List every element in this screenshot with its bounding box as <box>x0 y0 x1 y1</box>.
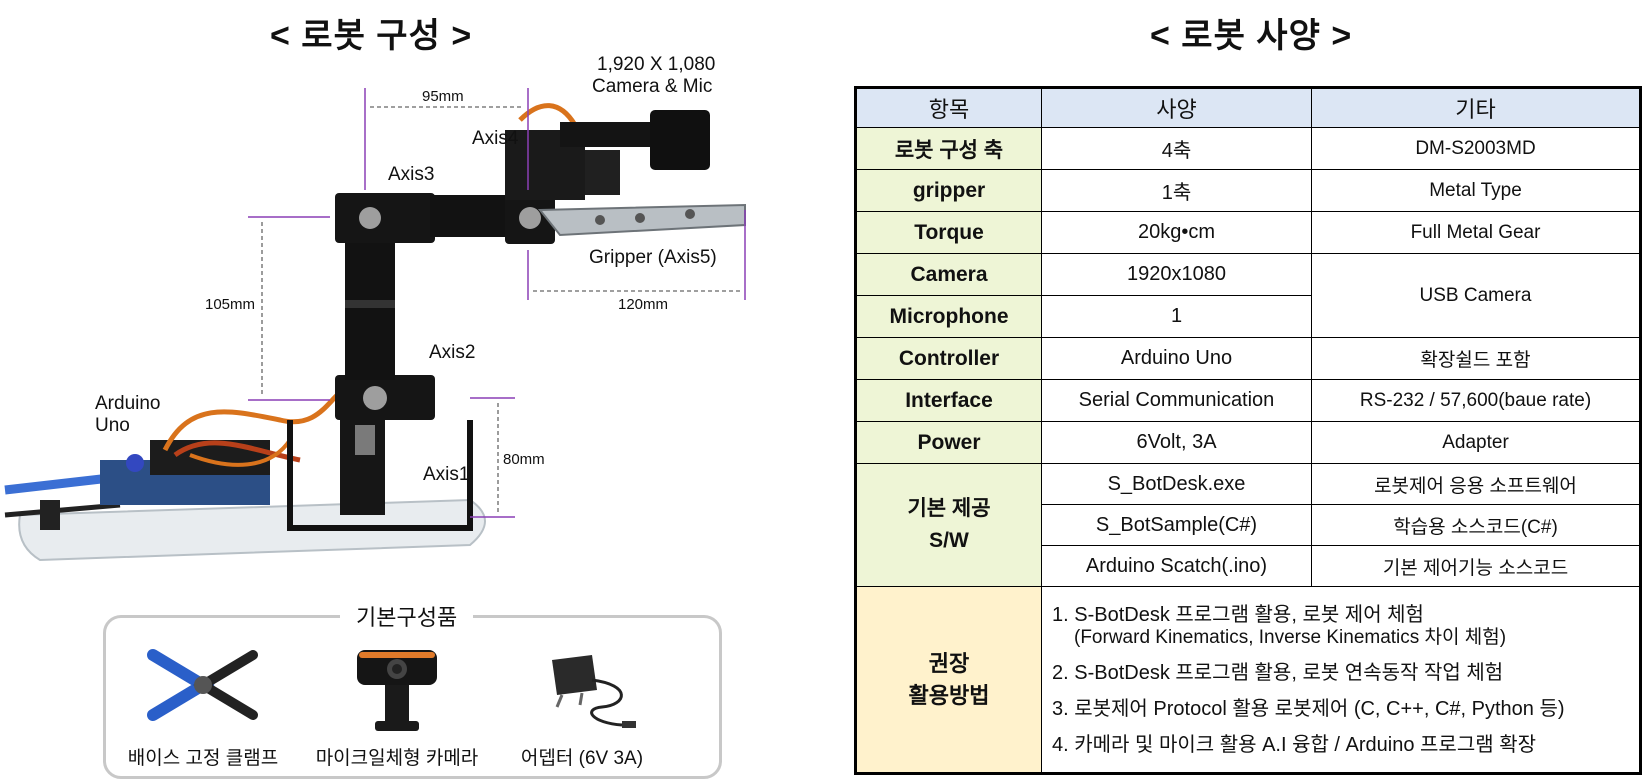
row-key: Camera <box>855 253 1042 296</box>
included-items-title: 기본구성품 <box>340 600 474 632</box>
row-key: Torque <box>855 211 1042 254</box>
gripper-label: Gripper (Axis5) <box>589 247 717 268</box>
row-key: gripper <box>855 169 1042 212</box>
robot-arm-illustration <box>4 88 746 562</box>
camera-resolution-label: 1,920 X 1,080 <box>597 54 716 75</box>
table-row: Camera 1920x1080 USB Camera <box>855 253 1641 338</box>
recommend-item: 2. S-BotDesk 프로그램 활용, 로봇 연속동작 작업 체험 <box>1052 661 1504 684</box>
kit-item-adapter: 어뎁터 (6V 3A) <box>482 645 682 770</box>
row-note: RS-232 / 57,600(baue rate) <box>1311 379 1641 422</box>
table-row: Arduino Scatch(.ino) 기본 제어기능 소스코드 <box>856 545 1641 587</box>
row-key: 로봇 구성 축 <box>855 127 1042 170</box>
dimension-80mm: 80mm <box>503 451 545 468</box>
row-key: Interface <box>855 379 1042 422</box>
dimension-95mm: 95mm <box>422 88 464 105</box>
row-note: Metal Type <box>1311 169 1641 212</box>
kit-item-webcam: 마이크일체형 카메라 <box>297 645 497 770</box>
sw-key: 기본 제공 S/W <box>855 463 1042 587</box>
spec-table: 항목 사양 기타 로봇 구성 축 4축 DM-S2003MD gripper 1… <box>854 86 1642 775</box>
recommend-key-line2: 활용방법 <box>908 682 990 708</box>
clamp-icon <box>147 649 258 721</box>
row-spec: 20kg•cm <box>1041 211 1312 254</box>
sw-note: 기본 제어기능 소스코드 <box>1311 545 1641 587</box>
recommend-key: 권장 활용방법 <box>855 586 1042 774</box>
recommend-item: 4. 카메라 및 마이크 활용 A.I 융합 / Arduino 프로그램 확장 <box>1052 733 1536 756</box>
row-note: Full Metal Gear <box>1311 211 1641 254</box>
recommend-item: 3. 로봇제어 Protocol 활용 로봇제어 (C, C++, C#, Py… <box>1052 697 1565 720</box>
row-spec: 4축 <box>1041 127 1312 170</box>
row-note-merged: USB Camera <box>1311 253 1641 338</box>
sw-spec: Arduino Scatch(.ino) <box>1041 545 1312 587</box>
row-spec: 1920x1080 <box>1041 253 1312 296</box>
row-spec: Arduino Uno <box>1041 337 1312 380</box>
kit-item-clamp-label: 배이스 고정 클램프 <box>127 748 279 769</box>
kit-item-clamp: 배이스 고정 클램프 <box>103 645 303 770</box>
table-row: Interface Serial Communication RS-232 / … <box>855 379 1641 422</box>
recommend-item-detail: (Forward Kinematics, Inverse Kinematics … <box>1074 626 1507 648</box>
table-row: 로봇 구성 축 4축 DM-S2003MD <box>855 127 1641 170</box>
row-spec: 1축 <box>1041 169 1312 212</box>
dimension-105mm: 105mm <box>205 296 256 313</box>
table-row: Power 6Volt, 3A Adapter <box>855 421 1641 464</box>
sw-note: 학습용 소스코드(C#) <box>1311 504 1641 546</box>
axis1-label: Axis1 <box>423 464 470 485</box>
row-note: Adapter <box>1311 421 1641 464</box>
header-spec: 사양 <box>1041 87 1312 128</box>
row-note: 확장쉴드 포함 <box>1311 337 1641 380</box>
table-header-row: 항목 사양 기타 <box>855 87 1641 128</box>
table-row: gripper 1축 Metal Type <box>855 169 1641 212</box>
sw-spec: S_BotSample(C#) <box>1041 504 1312 546</box>
sw-note: 로봇제어 응용 소프트웨어 <box>1311 463 1641 505</box>
sw-spec: S_BotDesk.exe <box>1041 463 1312 505</box>
table-row: Torque 20kg•cm Full Metal Gear <box>855 211 1641 254</box>
robot-spec-title: < 로봇 사양 > <box>1150 17 1353 55</box>
table-row: Controller Arduino Uno 확장쉴드 포함 <box>855 337 1641 380</box>
axis3-label: Axis3 <box>388 164 435 185</box>
header-etc: 기타 <box>1311 87 1641 128</box>
row-spec: Serial Communication <box>1041 379 1312 422</box>
arduino-uno-label: Uno <box>95 415 130 436</box>
sw-key-line2: S/W <box>929 529 969 552</box>
row-key: Power <box>855 421 1042 464</box>
robot-composition-title: < 로봇 구성 > <box>270 17 473 55</box>
webcam-icon <box>357 650 437 731</box>
recommend-list: 1. S-BotDesk 프로그램 활용, 로봇 제어 체험 (Forward … <box>1041 586 1641 774</box>
adapter-icon <box>552 655 636 728</box>
row-note: DM-S2003MD <box>1311 127 1641 170</box>
row-key: Microphone <box>855 295 1042 338</box>
header-item: 항목 <box>855 87 1042 128</box>
kit-item-adapter-label: 어뎁터 (6V 3A) <box>520 748 644 769</box>
table-row: S_BotSample(C#) 학습용 소스코드(C#) <box>856 504 1641 546</box>
kit-item-webcam-label: 마이크일체형 카메라 <box>315 748 479 769</box>
axis2-label: Axis2 <box>429 342 476 363</box>
table-row: 기본 제공 S/W S_BotDesk.exe 로봇제어 응용 소프트웨어 <box>855 463 1641 587</box>
recommend-item: 1. S-BotDesk 프로그램 활용, 로봇 제어 체험 <box>1052 603 1424 626</box>
dimension-120mm: 120mm <box>618 296 669 313</box>
camera-mic-label: Camera & Mic <box>592 76 713 97</box>
row-spec: 6Volt, 3A <box>1041 421 1312 464</box>
axis4-label: Axis4 <box>472 128 519 149</box>
row-spec: 1 <box>1041 295 1312 338</box>
sw-key-line1: 기본 제공 <box>907 497 991 520</box>
table-row-recommend: 권장 활용방법 1. S-BotDesk 프로그램 활용, 로봇 제어 체험 (… <box>855 586 1641 774</box>
recommend-key-line1: 권장 <box>928 650 970 676</box>
row-key: Controller <box>855 337 1042 380</box>
arduino-label: Arduino <box>95 393 161 414</box>
